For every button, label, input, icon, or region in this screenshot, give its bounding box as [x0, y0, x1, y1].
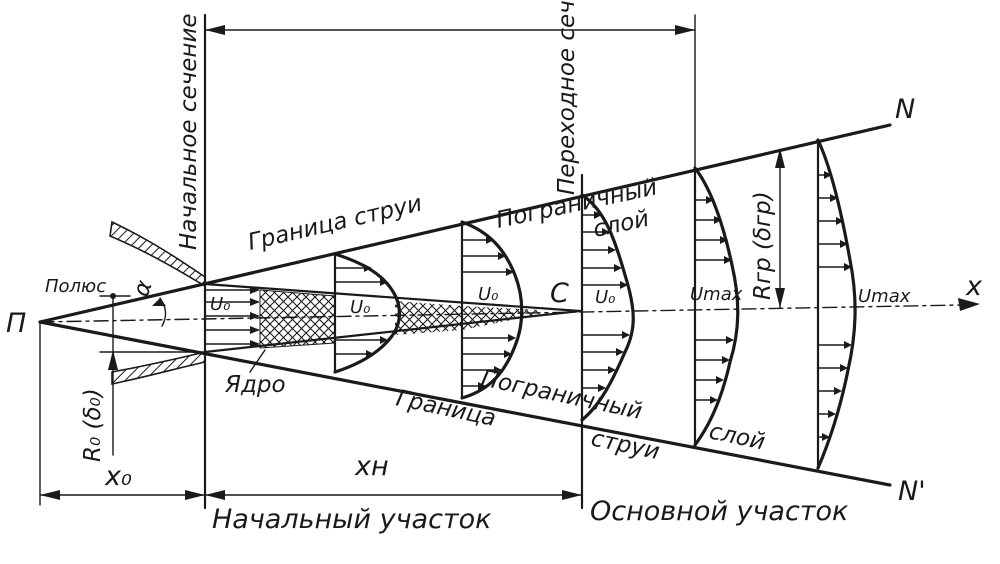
- dim-arrow-xn-right: [562, 490, 582, 500]
- profile-4-arrows: [694, 196, 734, 404]
- profile-3-arrows: [581, 211, 630, 392]
- rgr-label: Rгр (δгр): [750, 191, 776, 300]
- pole-label: Полюс: [45, 276, 106, 297]
- top-dim-arrow-right: [675, 25, 695, 35]
- initial-section-arrows: [204, 286, 260, 348]
- point-c-label: C: [550, 278, 569, 309]
- alpha-label: α: [128, 277, 158, 300]
- main-region-label: Основной участок: [590, 496, 849, 527]
- nozzle-lower-wall: [111, 350, 206, 385]
- dim-arrow-x0-left: [40, 490, 60, 500]
- core-label: Ядро: [224, 372, 286, 398]
- rgr-arrow-bottom: [775, 288, 785, 308]
- r0-arrow: [108, 350, 118, 370]
- core-boundary-upper: [203, 282, 582, 313]
- initial-section-label: Начальное сечение: [176, 13, 202, 250]
- axis-x-label: x: [965, 271, 983, 302]
- transition-section-label: Переходное сечение: [554, 0, 580, 195]
- pole-dot: [110, 293, 116, 299]
- x0-label: x₀: [104, 461, 132, 492]
- profile-2-arrows: [461, 236, 516, 390]
- dim-arrow-x0-right: [185, 490, 205, 500]
- jet-boundary-bottom-label-1: Граница: [394, 385, 498, 431]
- u0-label-2: U₀: [350, 297, 370, 318]
- xn-label: xн: [354, 451, 389, 482]
- dim-arrow-xn-left: [205, 490, 225, 500]
- core-hatched-region: [259, 289, 336, 349]
- profile-4-curve: [693, 166, 740, 447]
- core-leader-line: [249, 349, 266, 373]
- profile-5-curve: [816, 138, 857, 470]
- profile-1-arrows: [334, 264, 388, 358]
- alpha-arc-arrow: [152, 298, 166, 306]
- jet-boundary-bottom-label-2: струи: [589, 425, 662, 465]
- pole-point-label: П: [6, 308, 26, 339]
- u0-label-3: U₀: [478, 284, 498, 305]
- point-n-label: N: [895, 94, 915, 125]
- axis-arrow: [958, 298, 980, 311]
- profile-2-curve: [460, 220, 524, 400]
- jet-boundary-lower-line: [38, 320, 892, 487]
- rgr-arrow-top: [775, 148, 785, 168]
- umax-label-2: Umax: [858, 286, 911, 307]
- u0-label-4: U₀: [595, 287, 615, 308]
- umax-label-1: Umax: [690, 284, 743, 305]
- core-hatched-region-3: [462, 306, 540, 330]
- u0-label-1: U₀: [210, 294, 230, 315]
- profile-3-curve: [580, 193, 635, 422]
- boundary-layer-bottom-label-1: Пограничный: [479, 365, 645, 425]
- r0-label: R₀ (δ₀): [80, 388, 106, 462]
- point-n-prime-label: N': [898, 476, 926, 507]
- pole-ray-upper: [39, 282, 206, 323]
- core-hatched-region-2: [395, 301, 462, 335]
- initial-region-label: Начальный участок: [212, 504, 492, 535]
- profile-5-arrows: [817, 171, 852, 441]
- jet-boundary-top-label: Граница струи: [246, 191, 425, 256]
- top-dim-arrow-left: [205, 25, 225, 35]
